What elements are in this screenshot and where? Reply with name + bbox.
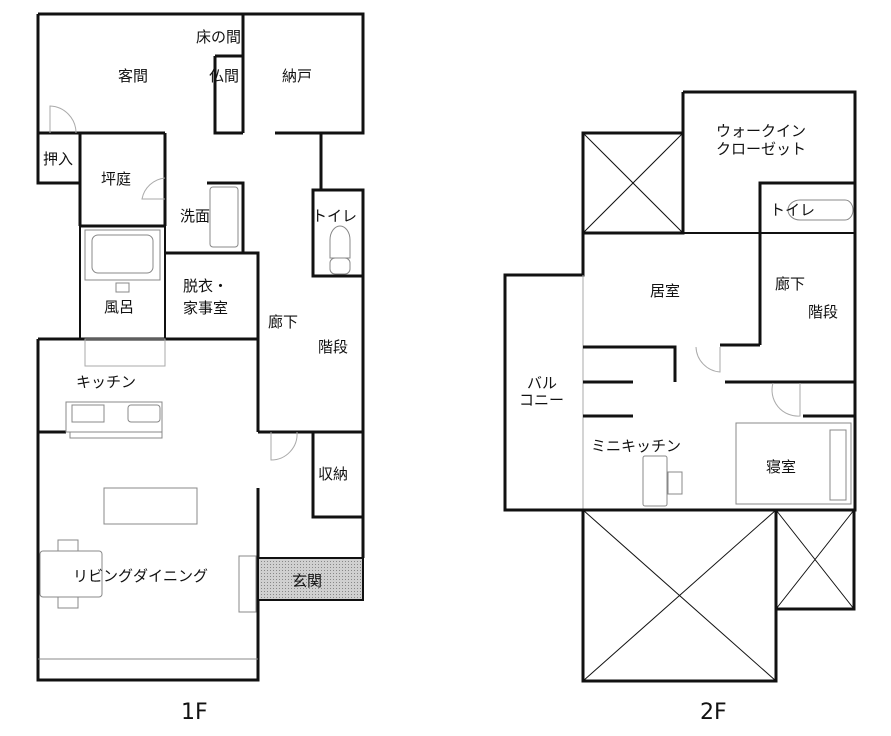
room-shinshitsu: 寝室 [766,458,797,476]
room-senmen: 洗面 [180,207,211,225]
room-kyakuma: 客間 [118,67,149,85]
room-kaidan-1f: 階段 [318,338,349,356]
floor-1-label: 1F [181,700,208,725]
room-wic-line1: ウォークイン [716,122,807,140]
room-rouka-1f: 廊下 [268,313,299,331]
room-mini-kitchen: ミニキッチン [591,437,682,455]
floor-2-plan [503,90,857,683]
room-genkan: 玄関 [292,572,323,590]
room-furo: 風呂 [104,298,135,316]
room-tokonoma: 床の間 [196,28,242,46]
room-wic-line2: クローゼット [716,140,807,158]
room-rouka-2f: 廊下 [775,275,806,293]
room-shuunou: 収納 [318,465,349,483]
room-toilet-2f: トイレ [770,201,816,219]
floor-2-label: 2F [700,700,727,725]
floor-1-plan [36,12,365,682]
room-oshiire: 押入 [43,150,74,168]
room-datsui-line1: 脱衣・ [183,277,229,295]
room-toilet-1f: トイレ [312,207,358,225]
room-balcony-line2: コニー [519,391,565,409]
room-balcony-line1: バル [527,374,558,392]
room-tsuboniwa: 坪庭 [101,170,132,188]
room-kaidan-2f: 階段 [808,303,839,321]
room-datsui-line2: 家事室 [183,299,229,317]
room-kitchen: キッチン [76,373,137,391]
room-living-dining: リビングダイニング [73,567,209,585]
room-nando: 納戸 [282,67,313,85]
room-butsuma: 仏間 [209,67,240,85]
room-kyoshitsu: 居室 [650,282,681,300]
